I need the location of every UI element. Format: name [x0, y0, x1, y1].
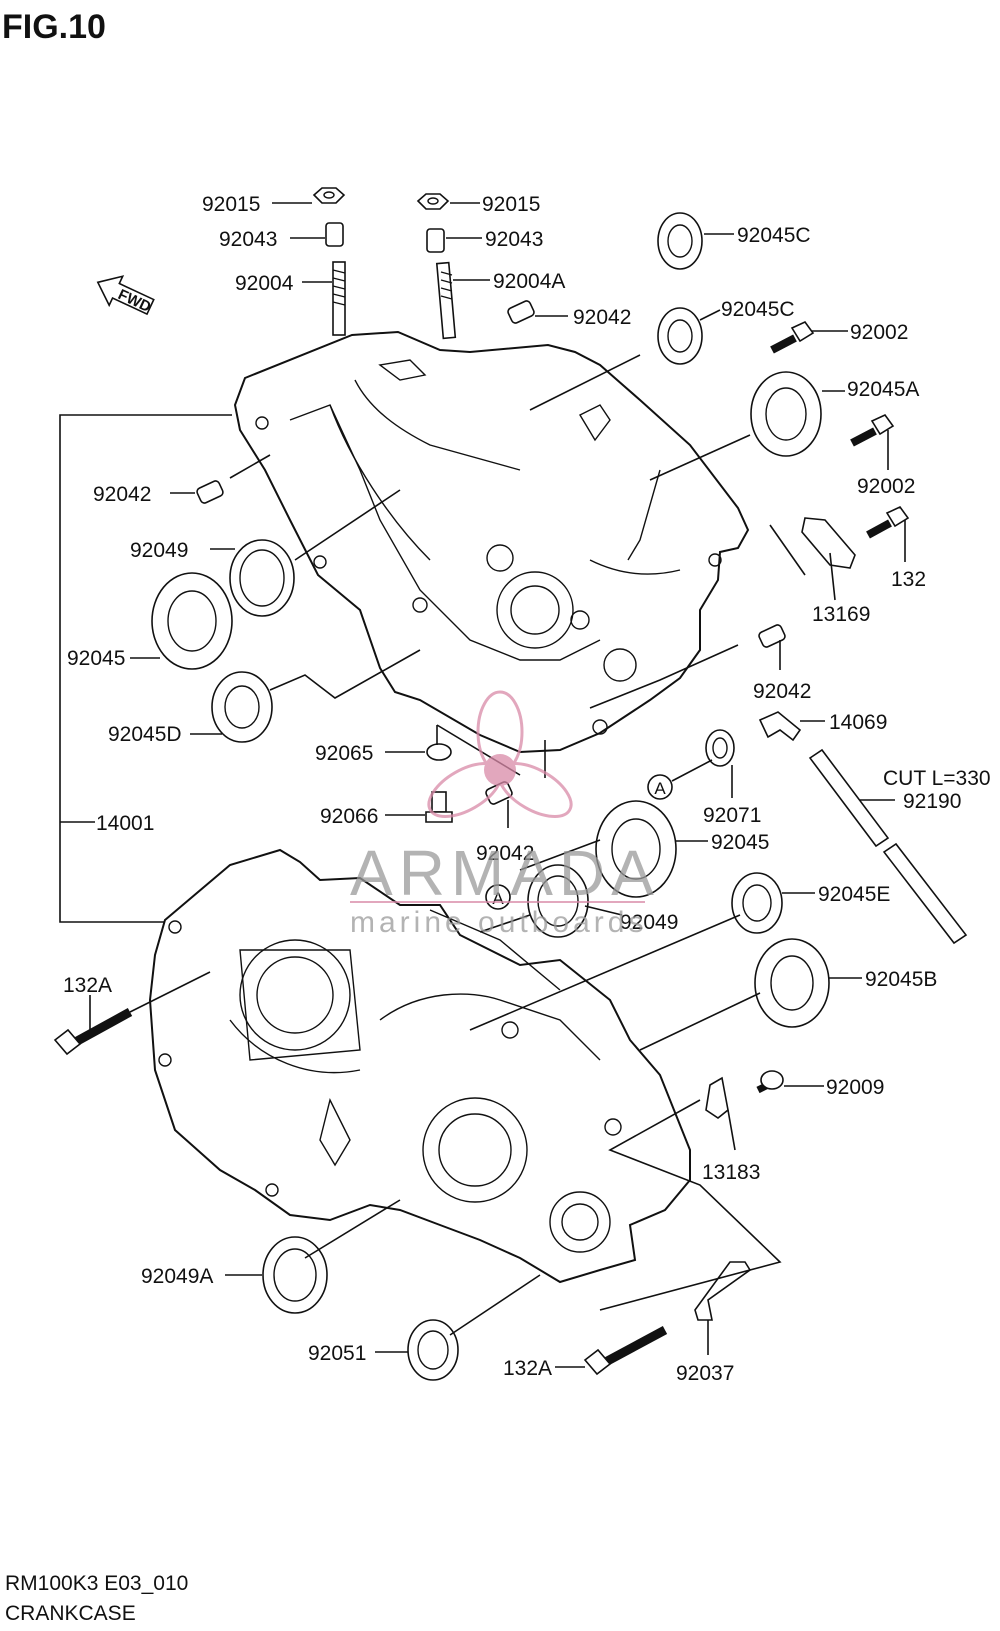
bolt-92002-b	[850, 413, 895, 447]
label-92049A: 92049A	[141, 1265, 213, 1288]
label-92042-top: 92042	[573, 306, 631, 329]
watermark-brand: ARMADA	[350, 837, 660, 909]
oil-seal-92049A	[262, 1236, 328, 1314]
bearing-92045	[151, 572, 233, 670]
label-92049-mid: 92049	[620, 911, 678, 934]
bolt-132A-bottom	[583, 1326, 668, 1376]
hose-92190	[808, 748, 968, 945]
fwd-arrow-icon: FWD	[96, 275, 155, 316]
label-14069: 14069	[829, 711, 887, 734]
stud-92004	[332, 261, 346, 336]
callout-a-upper: A	[647, 774, 673, 800]
cut-note: CUT L=330	[883, 767, 991, 790]
label-132: 132	[891, 568, 926, 591]
label-92045A: 92045A	[847, 378, 919, 401]
nut-92015-right	[416, 193, 450, 210]
watermark-tagline: marine outboards	[350, 906, 647, 939]
label-92002-a: 92002	[850, 321, 908, 344]
bearing-92045-mid	[595, 800, 677, 898]
dowel-92042-right	[758, 624, 786, 648]
label-92045D: 92045D	[108, 723, 182, 746]
label-92004: 92004	[235, 272, 294, 295]
label-92009: 92009	[826, 1076, 884, 1099]
label-92045: 92045	[67, 647, 125, 670]
dowel-92042-left	[196, 480, 224, 504]
section-name: CRANKCASE	[5, 1602, 136, 1625]
bolt-132A-left	[53, 1008, 133, 1056]
crankcase-upper-half	[233, 330, 750, 754]
label-92049-left: 92049	[130, 539, 188, 562]
label-92042-left: 92042	[93, 483, 151, 506]
label-92002-b: 92002	[857, 475, 915, 498]
plate-13169	[801, 517, 856, 569]
label-92045B: 92045B	[865, 968, 937, 991]
bearing-92045C-a	[657, 212, 703, 270]
cap-92071	[705, 729, 735, 767]
screw-92009	[756, 1070, 784, 1094]
label-13169: 13169	[812, 603, 870, 626]
label-132A-left: 132A	[63, 974, 112, 997]
label-13183: 13183	[702, 1161, 760, 1184]
bearing-92045D	[211, 671, 273, 743]
label-92042-mid: 92042	[476, 842, 534, 865]
label-92042-right: 92042	[753, 680, 811, 703]
label-92071: 92071	[703, 804, 761, 827]
dowel-92042-top	[507, 300, 535, 324]
label-14001: 14001	[96, 812, 154, 835]
propeller-logo-icon	[427, 690, 573, 818]
label-92004A: 92004A	[493, 270, 565, 293]
label-92015-right: 92015	[482, 193, 540, 216]
bolt-132	[866, 505, 910, 539]
bearing-92045E	[731, 872, 783, 934]
bearing-92045C-b	[657, 307, 703, 365]
dowel-92043-right	[426, 228, 445, 253]
label-92045E: 92045E	[818, 883, 890, 906]
label-92045C-a: 92045C	[737, 224, 811, 247]
part-labels: 92015 92015 92043 92043 92004 92004A 920…	[63, 193, 991, 1385]
label-92043-left: 92043	[219, 228, 277, 251]
label-92045C-b: 92045C	[721, 298, 795, 321]
svg-text:A: A	[492, 889, 504, 908]
crankcase-lower-half	[148, 848, 691, 1284]
bolt-92002-a	[770, 320, 815, 354]
leader-lines	[89, 202, 906, 1368]
fitting-14069	[758, 711, 802, 742]
label-92015-left: 92015	[202, 193, 260, 216]
figure-title: FIG.10	[2, 8, 106, 46]
assembly-bracket	[59, 414, 232, 923]
plate-13183	[705, 1076, 729, 1119]
bearing-92045B	[754, 938, 830, 1028]
oil-seal-92051	[407, 1319, 459, 1381]
label-92043-right: 92043	[485, 228, 543, 251]
bearing-92045A	[750, 371, 822, 457]
label-92065: 92065	[315, 742, 373, 765]
clamp-92037	[694, 1261, 752, 1321]
oil-seal-92049-left	[229, 539, 295, 617]
label-92037: 92037	[676, 1362, 734, 1385]
label-92066: 92066	[320, 805, 378, 828]
svg-text:A: A	[654, 779, 666, 798]
label-132A-bottom: 132A	[503, 1357, 552, 1380]
dowel-92043-left	[325, 222, 344, 247]
washer-92065	[426, 743, 452, 761]
watermark: ARMADA marine outboards	[350, 690, 660, 939]
stud-92004A	[435, 261, 457, 340]
nut-92015-left	[312, 187, 346, 204]
label-92190: 92190	[903, 790, 961, 813]
label-92045-mid: 92045	[711, 831, 769, 854]
label-92051: 92051	[308, 1342, 366, 1365]
model-code: RM100K3 E03_010	[5, 1572, 188, 1595]
